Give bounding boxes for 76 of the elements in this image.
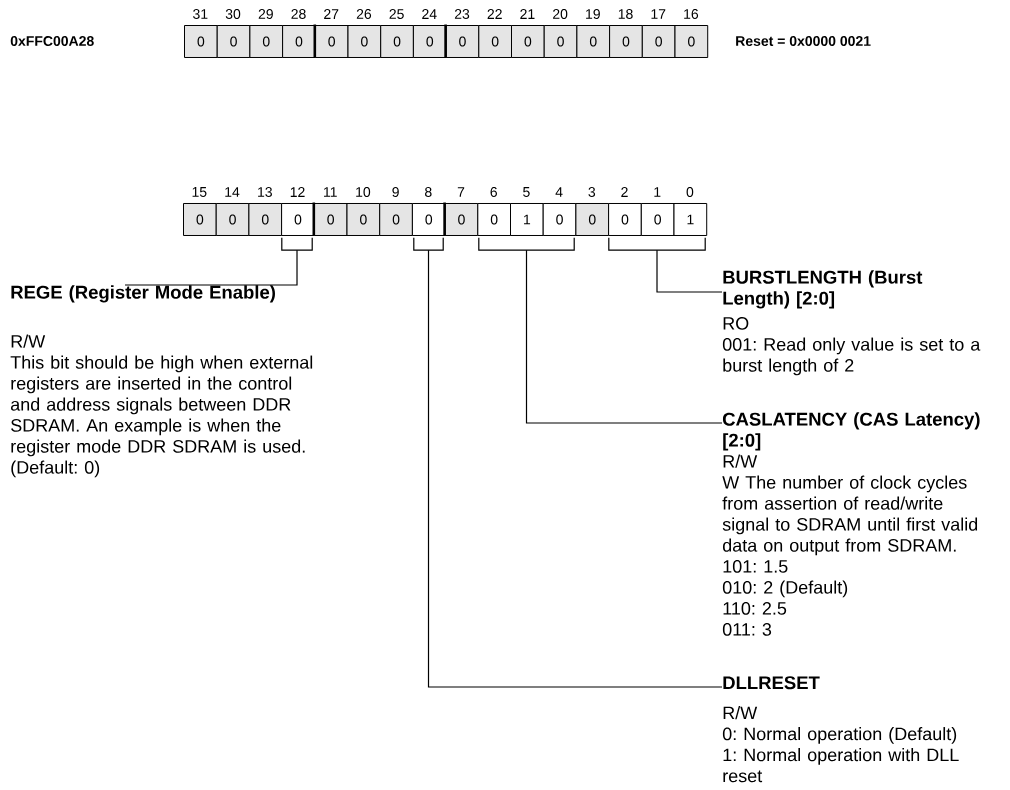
bit-number: 14 xyxy=(225,187,240,197)
bit-cell: 0 xyxy=(346,203,381,236)
bit-cell: 0 xyxy=(215,203,250,236)
bit-number: 15 xyxy=(192,187,207,197)
bit-number: 5 xyxy=(523,187,530,197)
leader-line xyxy=(656,249,723,293)
leader-line xyxy=(124,249,298,286)
bit-cell: 0 xyxy=(444,203,479,236)
bit-number: 31 xyxy=(193,9,208,19)
bit-bracket xyxy=(281,237,313,251)
bit-cell: 0 xyxy=(380,25,414,58)
bit-cell: 0 xyxy=(641,25,676,58)
bit-number: 27 xyxy=(324,9,339,19)
bit-cell: 0 xyxy=(575,203,610,236)
bit-number: 25 xyxy=(389,9,404,19)
bit-cell: 0 xyxy=(542,203,577,236)
field-description: DLLRESET R/W 0: Normal operation (Default) 1: Normal operation with DLL reset xyxy=(722,676,959,783)
bit-number: 9 xyxy=(392,187,399,197)
leader-line xyxy=(525,249,723,424)
bit-cell: 0 xyxy=(576,25,611,58)
bit-cell: 1 xyxy=(673,203,708,236)
field-description: BURSTLENGTH (Burst Length) [2:0] RO 001: Read only value is set to a burst length of 2 xyxy=(722,270,981,376)
register-label: Reset = 0x0000 0021 xyxy=(736,36,871,46)
field-description: CASLATENCY (CAS Latency) [2:0] R/W W The number of clock cycles from assertion of read/write signal to SDRAM until first valid data on output from SDRAM. 101: 1.5 010: 2 (Default) 110: 2.5 011: 3 xyxy=(722,412,980,636)
bit-cell: 0 xyxy=(640,203,675,236)
bit-number: 30 xyxy=(225,9,241,19)
bit-number: 23 xyxy=(454,9,470,19)
bit-number: 19 xyxy=(586,9,600,19)
bit-cell: 0 xyxy=(216,25,251,58)
bit-number: 24 xyxy=(422,9,437,19)
bit-number: 20 xyxy=(553,9,568,19)
bit-cell: 0 xyxy=(478,25,512,58)
bit-number: 2 xyxy=(621,187,628,197)
bit-number: 28 xyxy=(291,9,306,19)
bit-cell: 0 xyxy=(477,203,511,236)
leader-line xyxy=(427,249,723,688)
bit-cell: 0 xyxy=(674,25,709,58)
bit-number: 0 xyxy=(686,187,694,197)
bit-cell: 0 xyxy=(511,25,545,58)
bit-cell: 0 xyxy=(445,25,480,58)
bit-bracket xyxy=(478,237,575,251)
bit-number: 13 xyxy=(258,187,272,197)
bit-bracket xyxy=(413,237,444,251)
bit-bracket xyxy=(608,237,706,251)
bit-cell: 0 xyxy=(543,25,578,58)
bit-number: 26 xyxy=(356,9,372,19)
bit-number: 22 xyxy=(487,9,502,19)
bit-cell: 0 xyxy=(183,203,217,236)
bit-number: 3 xyxy=(588,187,596,197)
bit-cell: 0 xyxy=(282,25,316,58)
bit-cell: 1 xyxy=(510,203,544,236)
field-description: REGE (Register Mode Enable) R/W This bit should be high when external registers are inserted in the control and address signals between DDR SDRAM. An example is when the register mode DDR SDRAM is used. (Default: 0) xyxy=(10,285,313,478)
bit-number: 10 xyxy=(356,187,371,197)
bit-cell: 0 xyxy=(411,203,446,236)
register-label: 0xFFC00A28 xyxy=(10,36,94,46)
bit-number: 12 xyxy=(290,187,305,197)
bit-number: 11 xyxy=(324,187,337,197)
bit-cell: 0 xyxy=(248,203,283,236)
bit-number: 21 xyxy=(520,9,535,19)
bit-cell: 0 xyxy=(184,25,218,58)
bit-cell: 0 xyxy=(609,25,643,58)
bit-cell: 0 xyxy=(608,203,642,236)
bit-number: 18 xyxy=(618,9,633,19)
bit-number: 17 xyxy=(651,9,666,19)
bit-number: 8 xyxy=(425,187,432,197)
bit-cell: 0 xyxy=(281,203,315,236)
bit-number: 1 xyxy=(654,187,661,197)
bit-number: 16 xyxy=(684,9,699,19)
bit-number: 29 xyxy=(258,9,273,19)
bit-cell: 0 xyxy=(249,25,284,58)
bit-number: 6 xyxy=(490,187,497,197)
bit-cell: 0 xyxy=(379,203,413,236)
bit-number: 7 xyxy=(457,187,465,197)
bit-cell: 0 xyxy=(412,25,447,58)
bit-cell: 0 xyxy=(347,25,382,58)
bit-number: 4 xyxy=(555,187,563,197)
